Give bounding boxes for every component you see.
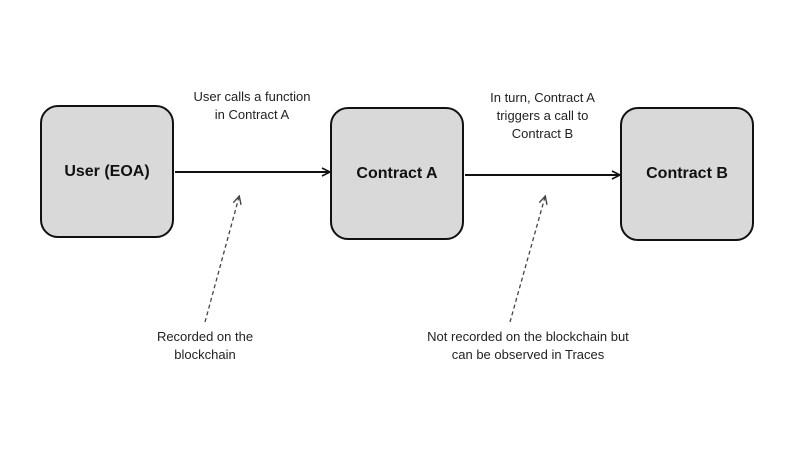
edge-label-line: triggers a call to — [496, 108, 589, 123]
node-user-eoa: User (EOA) — [40, 105, 174, 238]
node-contract-a-label: Contract A — [356, 164, 438, 182]
node-contract-b-label: Contract B — [646, 165, 728, 182]
note-line: Recorded on the — [156, 329, 254, 344]
edge-label-line: in Contract A — [214, 107, 290, 122]
node-user-label: User (EOA) — [64, 162, 150, 180]
note-line: Not recorded on the blockchain but — [427, 329, 629, 344]
node-contract-b: Contract B — [620, 107, 754, 241]
edge-label-line: User calls a function — [193, 89, 311, 104]
edge-label-user-to-a: User calls a function in Contract A — [182, 88, 322, 124]
dashed-pointer-recorded — [204, 197, 239, 323]
dashed-pointer-not-recorded — [509, 197, 545, 323]
note-line: blockchain — [174, 347, 236, 362]
edge-label-line: Contract B — [511, 126, 574, 141]
note-recorded-on-blockchain: Recorded on the blockchain — [140, 328, 270, 364]
edge-label-a-to-b: In turn, Contract A triggers a call to C… — [470, 89, 615, 143]
note-not-recorded-traces: Not recorded on the blockchain but can b… — [410, 328, 646, 364]
edge-label-line: In turn, Contract A — [490, 90, 595, 105]
note-line: can be observed in Traces — [451, 347, 605, 362]
node-contract-a: Contract A — [330, 107, 464, 240]
